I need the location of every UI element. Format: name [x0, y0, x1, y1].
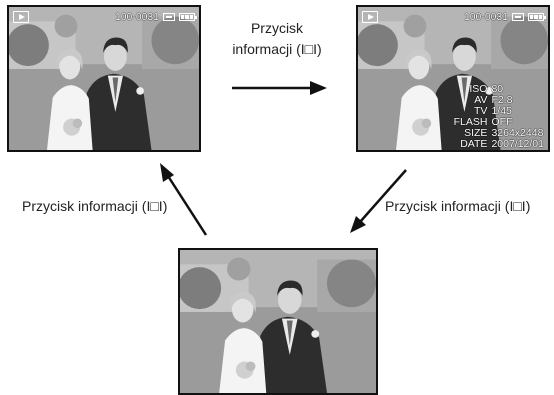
info-value: 1/45 [491, 105, 512, 117]
osd-top-bar: 100-0031 [362, 10, 546, 24]
info-label: ISO [469, 83, 488, 95]
arrow-right-icon [232, 81, 327, 95]
info-label: SIZE [464, 127, 488, 139]
file-icon [512, 13, 524, 21]
playback-icon [13, 11, 29, 23]
battery-icon [179, 13, 197, 21]
caption-top-line2: informacji (I□I) [232, 41, 322, 57]
info-value: 2007/12/01 [491, 138, 544, 150]
osd-status: 100-0031 [115, 11, 197, 23]
info-label: DATE [460, 138, 488, 150]
caption-right: Przycisk informacji (I□I) [385, 198, 531, 214]
file-number: 100-0031 [464, 11, 508, 23]
info-label: TV [474, 105, 488, 117]
caption-top: Przycisk informacji (I□I) [214, 18, 340, 60]
file-number: 100-0031 [115, 11, 159, 23]
caption-top-line1: Przycisk [250, 20, 304, 36]
battery-icon [528, 13, 546, 21]
info-value: F2.8 [491, 94, 513, 106]
osd-top-bar: 100-0031 [13, 10, 197, 24]
info-value: 3264x2448 [491, 127, 544, 139]
camera-screen-bottom [178, 248, 378, 395]
info-label: AV [474, 94, 488, 106]
osd-status: 100-0031 [464, 11, 546, 23]
caption-left: Przycisk informacji (I□I) [22, 198, 168, 214]
arrow-down-left-icon [350, 169, 407, 233]
camera-screen-top-left: 100-0031 [7, 5, 201, 152]
arrow-up-left-icon [160, 163, 208, 236]
info-value: 80 [491, 83, 504, 95]
info-label: FLASH [453, 116, 488, 128]
file-icon [163, 13, 175, 21]
playback-icon [362, 11, 378, 23]
info-value: OFF [491, 116, 513, 128]
